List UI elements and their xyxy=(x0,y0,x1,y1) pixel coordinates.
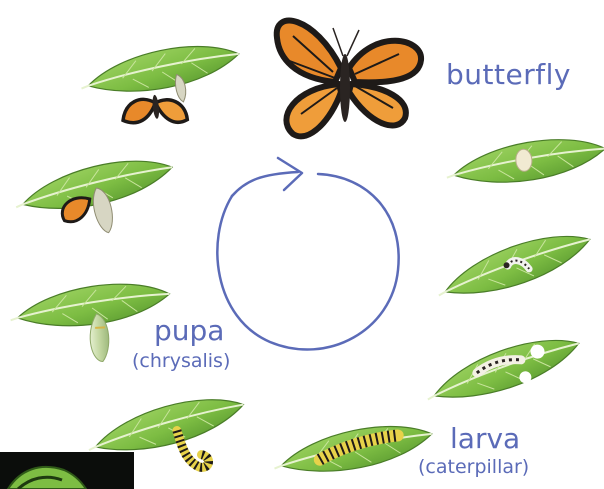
larva-eating-leaf-illustration xyxy=(420,331,585,408)
egg-leaf-illustration xyxy=(445,136,604,186)
emerging-butterfly-leaf-illustration xyxy=(78,41,245,132)
caterpillar-leaf-illustration xyxy=(271,421,434,477)
cycle-arrow xyxy=(217,158,398,350)
hatching-chrysalis-leaf-illustration xyxy=(12,155,180,245)
larva-label: larva xyxy=(450,422,520,455)
pupa-label: pupa xyxy=(154,314,224,347)
butterfly-label: butterfly xyxy=(446,58,571,91)
chrysalis-label: (chrysalis) xyxy=(132,350,230,372)
hatchling-leaf-illustration xyxy=(431,227,596,304)
cropped-inset-image xyxy=(0,452,134,489)
caterpillar-label: (caterpillar) xyxy=(418,456,529,478)
adult-butterfly-illustration xyxy=(277,21,421,137)
